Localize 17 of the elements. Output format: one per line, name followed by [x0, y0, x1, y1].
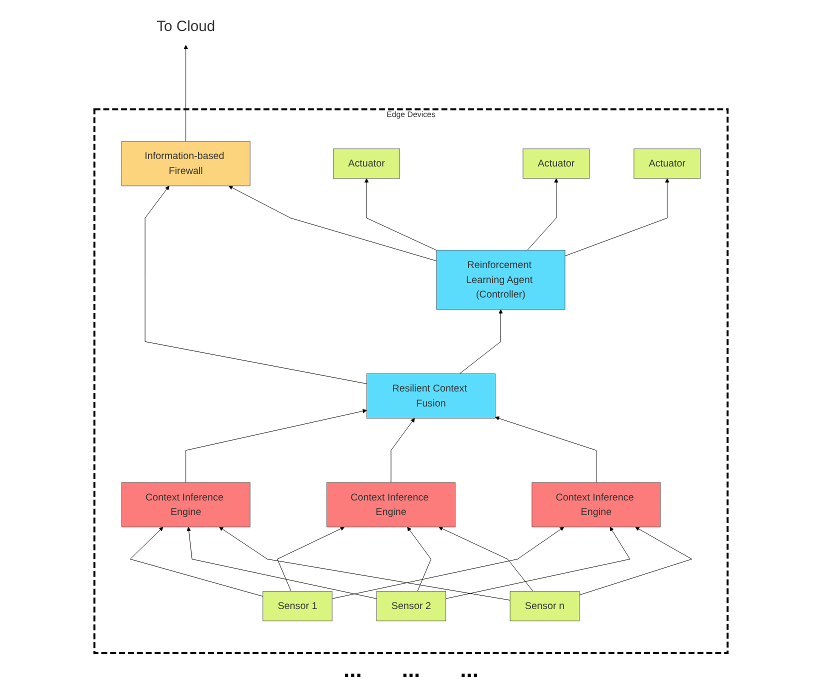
node-box — [522, 148, 590, 179]
node-box — [121, 141, 250, 186]
ellipsis: ... — [460, 657, 479, 683]
node-box — [262, 591, 332, 622]
node-box — [376, 591, 446, 622]
node-box — [436, 250, 566, 310]
node-box — [326, 482, 456, 528]
cluster — [93, 108, 729, 654]
node-box — [532, 482, 661, 528]
node-box — [366, 374, 496, 418]
node-box — [634, 148, 701, 179]
node-box — [121, 482, 250, 528]
ellipsis: ... — [402, 657, 420, 683]
node-box — [510, 591, 580, 622]
node-text: To Cloud — [156, 18, 216, 35]
node-box — [333, 148, 400, 179]
ellipsis: ... — [343, 657, 362, 683]
